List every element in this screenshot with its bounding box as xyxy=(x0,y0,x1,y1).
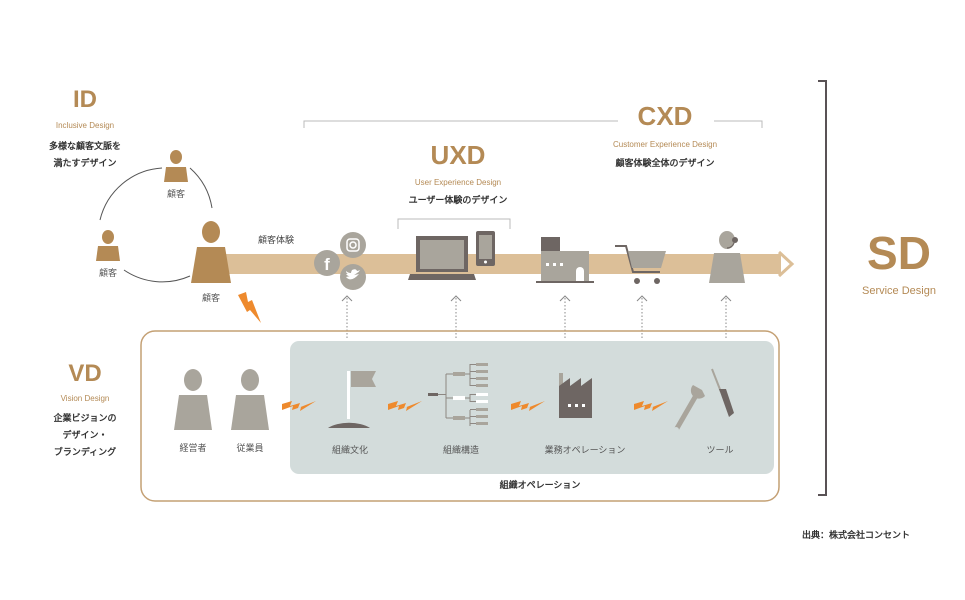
touchpoint-links xyxy=(341,295,732,340)
store-icon xyxy=(536,237,594,283)
vd-desc-line: ブランディング xyxy=(53,448,117,458)
employee-icon xyxy=(231,369,269,430)
facebook-icon xyxy=(314,250,340,276)
bolt-2-icon xyxy=(388,401,422,411)
svg-text:f: f xyxy=(324,255,330,274)
cxd-bracket xyxy=(303,120,763,128)
flow-bolts xyxy=(282,401,668,411)
vd-description: 企業ビジョンの デザイン・ ブランディング xyxy=(35,411,135,462)
vd-name: Vision Design xyxy=(60,394,110,403)
cxd-description: 顧客体験全体のデザイン xyxy=(615,159,715,169)
customer-left-label: 顧客 xyxy=(98,269,117,279)
support-operator-icon xyxy=(709,231,745,283)
executive-icon xyxy=(174,369,212,430)
customer-left-icon xyxy=(96,230,120,261)
bolt-4-icon xyxy=(634,401,668,411)
uxd-name: User Experience Design xyxy=(414,178,502,187)
customer-top-icon xyxy=(164,150,188,182)
flag-icon xyxy=(328,371,376,428)
id-desc-line: 満たすデザイン xyxy=(53,159,117,169)
organization-frame xyxy=(140,330,780,502)
id-description: 多様な顧客文脈を 満たすデザイン xyxy=(35,139,135,173)
customer-main-icon xyxy=(191,221,231,283)
id-abbr: ID xyxy=(73,86,97,113)
org-structure-icon xyxy=(428,363,488,426)
impact-bolt-icon xyxy=(238,292,261,323)
devices-icon xyxy=(408,231,495,280)
bolt-1-icon xyxy=(282,401,316,411)
uxd-bracket xyxy=(397,218,511,229)
tools-label: ツール xyxy=(706,446,734,456)
factory-icon xyxy=(559,373,592,418)
instagram-icon xyxy=(340,232,366,258)
vd-desc-line: 企業ビジョンの xyxy=(53,414,117,424)
vd-desc-line: デザイン・ xyxy=(62,431,108,441)
executive-label: 経営者 xyxy=(179,444,207,454)
employee-label: 従業員 xyxy=(236,444,264,454)
source-credit: 出典：株式会社コンセント xyxy=(801,531,910,541)
sd-name: Service Design xyxy=(862,285,936,297)
bolt-3-icon xyxy=(511,401,545,411)
uxd-description: ユーザー体験のデザイン xyxy=(408,196,508,206)
customer-top-label: 顧客 xyxy=(166,190,185,200)
shopping-cart-icon xyxy=(615,245,666,284)
org-culture-label: 組織文化 xyxy=(331,446,368,456)
sd-abbr: SD xyxy=(867,227,931,279)
customer-cycle xyxy=(99,167,213,283)
journey-arrow xyxy=(226,250,795,278)
uxd-abbr: UXD xyxy=(430,140,486,170)
sd-bracket xyxy=(818,80,827,496)
cxd-name: Customer Experience Design xyxy=(612,140,718,149)
journey-label: 顧客体験 xyxy=(257,236,294,246)
business-operations-label: 業務オペレーション xyxy=(544,446,626,456)
tools-icon xyxy=(673,368,734,433)
customer-main-label: 顧客 xyxy=(201,294,220,304)
vd-abbr: VD xyxy=(68,360,102,387)
id-name: Inclusive Design xyxy=(55,121,115,130)
org-structure-label: 組織構造 xyxy=(442,446,479,456)
org-operation-label: 組織オペレーション xyxy=(499,481,581,491)
cxd-abbr: CXD xyxy=(637,101,693,131)
id-desc-line: 多様な顧客文脈を xyxy=(48,142,121,152)
social-icons: f xyxy=(314,232,366,290)
